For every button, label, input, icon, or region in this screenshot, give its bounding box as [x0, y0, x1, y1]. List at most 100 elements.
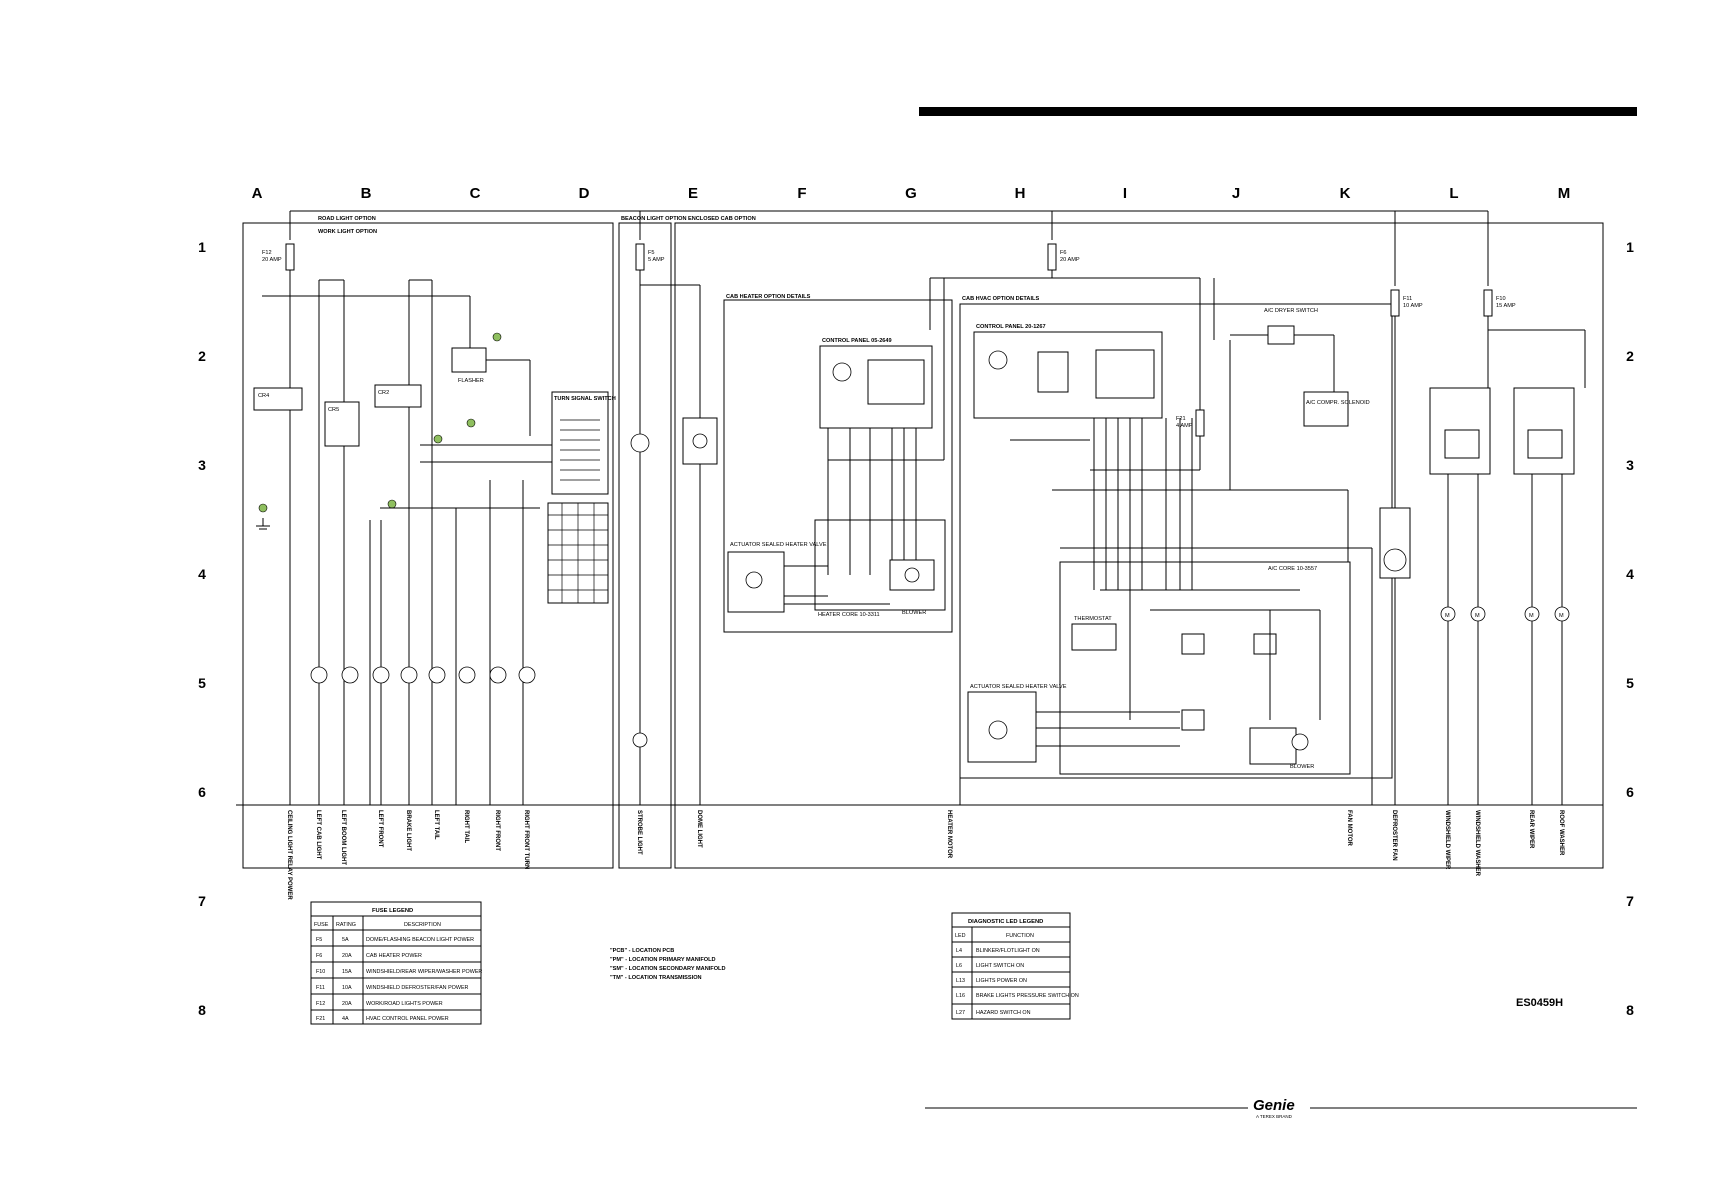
svg-text:8: 8	[198, 1002, 206, 1018]
col-label: J	[1232, 185, 1240, 202]
turn-signal-switch	[551, 391, 609, 495]
svg-text:CR5: CR5	[328, 407, 339, 413]
work-light-option-label: WORK LIGHT OPTION	[318, 229, 377, 235]
svg-text:F5: F5	[316, 937, 322, 943]
svg-text:L16: L16	[956, 993, 965, 999]
svg-text:LIGHT SWITCH ON: LIGHT SWITCH ON	[976, 963, 1024, 969]
svg-text:RIGHT FRONT TURN: RIGHT FRONT TURN	[523, 810, 529, 869]
svg-text:F12: F12	[262, 250, 272, 256]
ac-core	[1059, 561, 1351, 775]
relay-boom-light	[324, 401, 360, 447]
drawing-number: ES0459H	[1516, 997, 1563, 1009]
motor-icon	[1554, 606, 1570, 622]
lamp-icon	[372, 666, 390, 684]
lamp-icon	[518, 666, 536, 684]
svg-text:LEFT BOOM LIGHT: LEFT BOOM LIGHT	[340, 810, 346, 865]
beacon-light-option-label: BEACON LIGHT OPTION	[621, 216, 687, 222]
relay-ceiling-light	[253, 387, 303, 411]
motor-icon	[1470, 606, 1486, 622]
svg-text:DIAGNOSTIC LED LEGEND: DIAGNOSTIC LED LEGEND	[968, 919, 1043, 925]
relay-brake-light	[374, 384, 422, 408]
beacon-light-option-frame	[618, 222, 672, 869]
svg-text:WINDSHIELD DEFROSTER/FAN POWER: WINDSHIELD DEFROSTER/FAN POWER	[366, 985, 469, 991]
svg-text:20 AMP: 20 AMP	[1060, 257, 1080, 263]
svg-text:F10: F10	[1496, 296, 1506, 302]
svg-text:ACTUATOR SEALED HEATER VALVE: ACTUATOR SEALED HEATER VALVE	[730, 542, 827, 548]
svg-text:DOME LIGHT: DOME LIGHT	[696, 810, 702, 848]
svg-text:L13: L13	[956, 978, 965, 984]
rear-switch-contacts	[1527, 429, 1563, 459]
wiper-motors	[1440, 606, 1570, 622]
heater-core	[814, 519, 946, 611]
svg-text:6: 6	[1626, 784, 1634, 800]
svg-text:20A: 20A	[342, 1001, 352, 1007]
col-label: L	[1449, 185, 1458, 202]
svg-text:STROBE LIGHT: STROBE LIGHT	[636, 810, 642, 855]
svg-text:DOME/FLASHING BEACON LIGHT POW: DOME/FLASHING BEACON LIGHT POWER	[366, 937, 474, 943]
svg-text:F5: F5	[648, 250, 655, 256]
svg-text:M: M	[1529, 613, 1534, 619]
blower-motor-icon	[904, 567, 920, 583]
location-notes: "PCB" - LOCATION PCB "PM" - LOCATION PRI…	[610, 948, 726, 981]
svg-text:15 AMP: 15 AMP	[1496, 303, 1516, 309]
svg-text:LED: LED	[955, 933, 966, 939]
svg-text:HEATER CORE 10-3311: HEATER CORE 10-3311	[818, 612, 880, 618]
row-labels: 1 2 3 4 5 6 7 8 1 2 3 4 5 6 7 8	[198, 239, 1634, 1018]
lamp-icon	[489, 666, 507, 684]
svg-text:RIGHT FRONT: RIGHT FRONT	[494, 810, 500, 851]
led-l27-icon	[258, 503, 268, 513]
column-labels: A B C D E F G H I J K L M	[252, 185, 1571, 202]
svg-text:10 AMP: 10 AMP	[1403, 303, 1423, 309]
dome-lamp-icon	[692, 433, 708, 449]
svg-text:7: 7	[198, 893, 206, 909]
header-bar	[919, 107, 1637, 116]
col-label: D	[579, 185, 590, 202]
svg-text:BLINKER/FLOTLIGHT ON: BLINKER/FLOTLIGHT ON	[976, 948, 1040, 954]
svg-text:FAN MOTOR: FAN MOTOR	[1346, 810, 1352, 847]
led-l4-icon	[492, 332, 502, 342]
svg-text:F6: F6	[1060, 250, 1067, 256]
svg-text:CONTROL PANEL 20-1267: CONTROL PANEL 20-1267	[976, 324, 1046, 330]
svg-text:WINDSHIELD WASHER: WINDSHIELD WASHER	[1474, 810, 1480, 877]
led-legend: DIAGNOSTIC LED LEGEND LED FUNCTION L4 BL…	[951, 912, 1079, 1020]
svg-text:BRAKE LIGHT: BRAKE LIGHT	[405, 810, 411, 851]
svg-text:F11: F11	[1403, 296, 1412, 302]
fuse-legend: FUSE LEGEND FUSE RATING DESCRIPTION F5 5…	[310, 901, 482, 1025]
svg-text:BLOWER: BLOWER	[1290, 764, 1314, 770]
ac-compressor-solenoid	[1303, 391, 1349, 427]
defroster-fan-icon	[1383, 548, 1407, 572]
svg-text:L6: L6	[956, 963, 962, 969]
svg-text:LIGHTS POWER ON: LIGHTS POWER ON	[976, 978, 1027, 984]
motor-icon	[1524, 606, 1540, 622]
relay-cr16	[1181, 633, 1205, 655]
svg-text:7: 7	[1626, 893, 1634, 909]
svg-text:FLASHER: FLASHER	[458, 378, 484, 384]
actuator-motor-icon	[988, 720, 1008, 740]
hvac-pot-icon	[988, 350, 1008, 370]
lamp-icon	[458, 666, 476, 684]
svg-text:CR4: CR4	[258, 393, 269, 399]
svg-text:4 AMP: 4 AMP	[1176, 423, 1193, 429]
col-label: K	[1340, 185, 1351, 202]
col-label: B	[361, 185, 372, 202]
blower-hvac	[1249, 727, 1297, 765]
col-label: H	[1015, 185, 1026, 202]
svg-text:A/C DRYER SWITCH: A/C DRYER SWITCH	[1264, 308, 1318, 314]
svg-text:F10: F10	[316, 969, 325, 975]
led-l6-icon	[466, 418, 476, 428]
enclosed-cab-option-label: ENCLOSED CAB OPTION	[688, 216, 756, 222]
lamp-icon	[341, 666, 359, 684]
svg-text:L27: L27	[956, 1010, 965, 1016]
svg-text:A/C COMPR. SOLENOID: A/C COMPR. SOLENOID	[1306, 400, 1370, 406]
svg-text:5: 5	[1626, 675, 1634, 691]
svg-text:ROOF WASHER: ROOF WASHER	[1558, 810, 1564, 856]
svg-text:10A: 10A	[342, 985, 352, 991]
svg-text:F21: F21	[1176, 416, 1186, 422]
svg-text:WORK/ROAD LIGHTS POWER: WORK/ROAD LIGHTS POWER	[366, 1001, 443, 1007]
svg-text:5: 5	[198, 675, 206, 691]
svg-text:3: 3	[198, 457, 206, 473]
svg-text:LEFT FRONT: LEFT FRONT	[377, 810, 383, 848]
windshield-switch-contacts	[1444, 429, 1480, 459]
beacon-lamp-icon	[630, 433, 650, 453]
